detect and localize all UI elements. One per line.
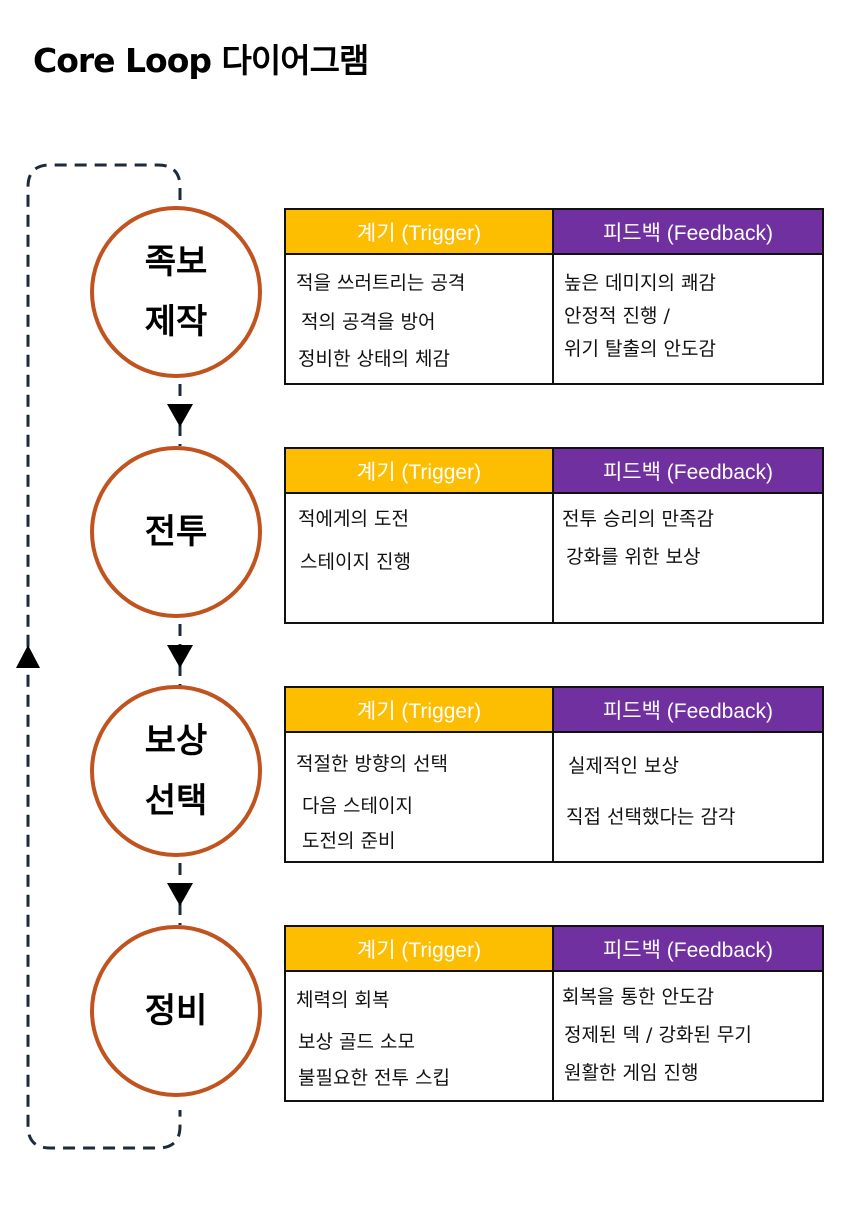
- feedback-item: 정제된 덱 / 강화된 무기: [564, 1024, 752, 1046]
- feedback-item: 강화를 위한 보상: [566, 546, 701, 568]
- trigger-header: 계기 (Trigger): [286, 688, 554, 733]
- feedback-header: 피드백 (Feedback): [554, 688, 822, 733]
- feedback-item: 높은 데미지의 쾌감: [564, 272, 716, 294]
- trigger-item: 적의 공격을 방어: [301, 311, 436, 333]
- feedback-item: 직접 선택했다는 감각: [566, 806, 736, 828]
- feedback-cell: 회복을 통한 안도감 정제된 덱 / 강화된 무기 원활한 게임 진행: [554, 972, 822, 1100]
- trigger-item: 정비한 상태의 체감: [298, 348, 450, 370]
- trigger-header: 계기 (Trigger): [286, 210, 554, 255]
- loop-up-arrow-icon: [16, 645, 40, 668]
- trigger-item: 보상 골드 소모: [298, 1031, 415, 1053]
- trigger-item: 체력의 회복: [296, 989, 390, 1011]
- trigger-item: 적을 쓰러트리는 공격: [296, 272, 466, 294]
- feedback-header: 피드백 (Feedback): [554, 449, 822, 494]
- trigger-item: 적에게의 도전: [298, 508, 409, 530]
- down-arrow-icon: [167, 404, 193, 427]
- stage-name: 족보 제작: [144, 242, 208, 342]
- trigger-item: 다음 스테이지: [302, 795, 413, 817]
- down-arrow-icon: [167, 883, 193, 906]
- feedback-header: 피드백 (Feedback): [554, 927, 822, 972]
- stage-panel-3: 계기 (Trigger) 피드백 (Feedback) 적절한 방향의 선택 다…: [284, 686, 824, 863]
- trigger-item: 도전의 준비: [302, 830, 396, 852]
- page-title: Core Loop 다이어그램: [33, 41, 369, 80]
- feedback-item: 전투 승리의 만족감: [562, 508, 714, 530]
- trigger-cell: 적을 쓰러트리는 공격 적의 공격을 방어 정비한 상태의 체감: [286, 255, 554, 383]
- feedback-header: 피드백 (Feedback): [554, 210, 822, 255]
- stage-node-1: 족보 제작: [90, 206, 262, 378]
- trigger-item: 불필요한 전투 스킵: [298, 1067, 450, 1089]
- feedback-cell: 전투 승리의 만족감 강화를 위한 보상: [554, 494, 822, 622]
- feedback-item: 실제적인 보상: [568, 755, 679, 777]
- feedback-item: 회복을 통한 안도감: [562, 986, 714, 1008]
- trigger-cell: 체력의 회복 보상 골드 소모 불필요한 전투 스킵: [286, 972, 554, 1100]
- feedback-item: 원활한 게임 진행: [564, 1062, 699, 1084]
- trigger-item: 적절한 방향의 선택: [296, 753, 448, 775]
- stage-panel-2: 계기 (Trigger) 피드백 (Feedback) 적에게의 도전 스테이지…: [284, 447, 824, 624]
- feedback-cell: 실제적인 보상 직접 선택했다는 감각: [554, 733, 822, 861]
- feedback-item: 안정적 진행 /: [564, 305, 670, 327]
- stage-name: 보상 선택: [144, 721, 208, 821]
- trigger-header: 계기 (Trigger): [286, 449, 554, 494]
- trigger-item: 스테이지 진행: [300, 551, 411, 573]
- trigger-cell: 적에게의 도전 스테이지 진행: [286, 494, 554, 622]
- stage-node-4: 정비: [90, 925, 262, 1097]
- trigger-cell: 적절한 방향의 선택 다음 스테이지 도전의 준비: [286, 733, 554, 861]
- stage-panel-1: 계기 (Trigger) 피드백 (Feedback) 적을 쓰러트리는 공격 …: [284, 208, 824, 385]
- trigger-header: 계기 (Trigger): [286, 927, 554, 972]
- feedback-item: 위기 탈출의 안도감: [564, 338, 716, 360]
- stage-node-3: 보상 선택: [90, 685, 262, 857]
- stage-name: 정비: [144, 991, 208, 1031]
- down-arrow-icon: [167, 645, 193, 668]
- stage-panel-4: 계기 (Trigger) 피드백 (Feedback) 체력의 회복 보상 골드…: [284, 925, 824, 1102]
- stage-name: 전투: [144, 512, 208, 552]
- feedback-cell: 높은 데미지의 쾌감 안정적 진행 / 위기 탈출의 안도감: [554, 255, 822, 383]
- stage-node-2: 전투: [90, 446, 262, 618]
